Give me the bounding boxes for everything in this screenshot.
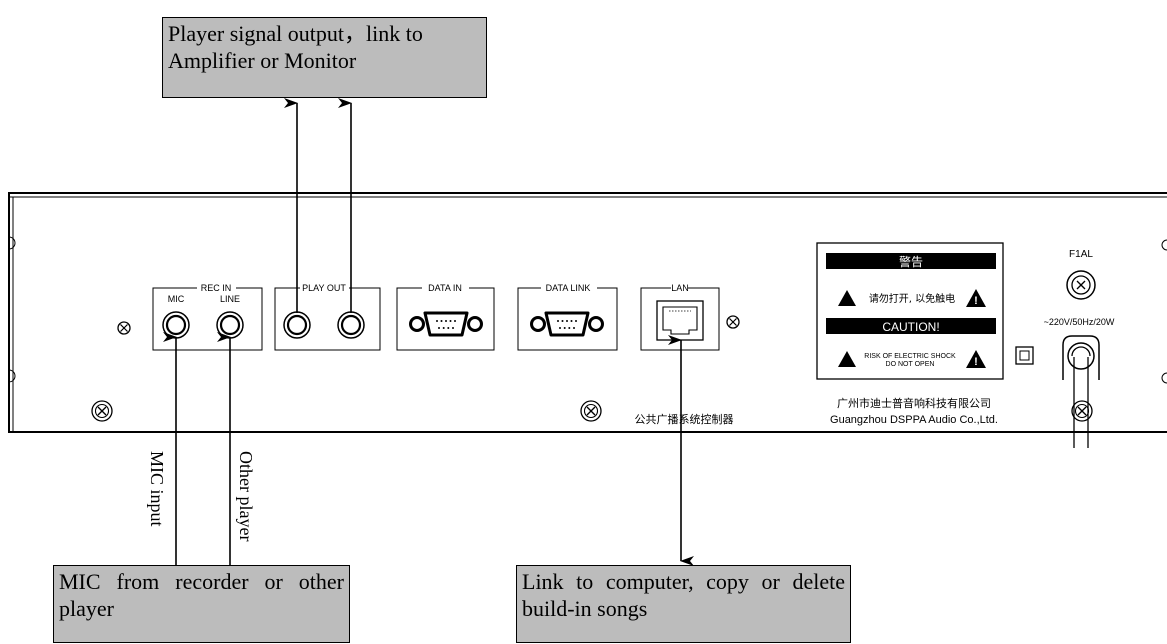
callout-rec-in: MIC from recorder or other player (53, 565, 350, 643)
power-cord (1062, 335, 1100, 448)
warning-cn-text: 请勿打开, 以免触电 (869, 292, 955, 305)
play-out-label: PLAY OUT (302, 283, 346, 293)
play-out-left-jack (282, 310, 312, 340)
warning-triangle-icon (838, 351, 856, 367)
company-name-cn: 广州市迪士普音响科技有限公司 (837, 396, 991, 410)
rec-in-label: REC IN (201, 283, 232, 293)
warning-cn-title: 警告 (899, 254, 923, 269)
screw-icon (726, 315, 740, 329)
play-out-right-jack (336, 310, 366, 340)
callout-rec-in-text: MIC from recorder or other player (59, 569, 344, 621)
warning-triangle-icon (966, 289, 986, 307)
mic-input-label: MIC input (147, 451, 167, 527)
screw-icon (91, 400, 113, 422)
rec-in-group: REC IN MIC LINE (152, 283, 263, 351)
data-in-label: DATA IN (428, 283, 462, 293)
line-jack (215, 310, 245, 340)
data-link-label: DATA LINK (546, 283, 591, 293)
product-name-cn: 公共广播系统控制器 (635, 412, 734, 426)
line-label: LINE (220, 294, 240, 304)
power-rating: ~220V/50Hz/20W (1044, 317, 1115, 327)
data-in-group: DATA IN (396, 283, 495, 351)
callout-lan: Link to computer, copy or delete build-i… (516, 565, 851, 643)
data-link-group: DATA LINK (517, 283, 618, 351)
screw-icon (117, 321, 131, 335)
other-player-label: Other player (236, 451, 256, 541)
callout-play-out-text: Player signal output，link to Amplifier o… (168, 21, 423, 73)
mic-jack (161, 310, 191, 340)
lan-label: LAN (671, 283, 689, 293)
warning-label: 警告 请勿打开, 以免触电 ! CAUTION! RISK OF ELECTRI… (816, 242, 1004, 380)
caution-line1: RISK OF ELECTRIC SHOCK (864, 353, 956, 360)
warning-triangle-icon (838, 290, 856, 306)
mic-label: MIC (168, 294, 185, 304)
caution-title: CAUTION! (882, 320, 939, 334)
callout-lan-text: Link to computer, copy or delete build-i… (522, 569, 845, 621)
screw-icon (580, 400, 602, 422)
screw-icon (1071, 400, 1093, 422)
warning-triangle-icon (966, 350, 986, 368)
company-name-en: Guangzhou DSPPA Audio Co.,Ltd. (830, 414, 998, 426)
svg-text:!: ! (974, 295, 978, 307)
svg-text:!: ! (974, 356, 978, 368)
fuse-holder: F1AL (1066, 249, 1096, 300)
play-out-group: PLAY OUT (274, 283, 381, 351)
caution-line2: DO NOT OPEN (886, 361, 935, 368)
callout-play-out: Player signal output，link to Amplifier o… (162, 17, 487, 98)
fuse-label: F1AL (1069, 249, 1093, 260)
